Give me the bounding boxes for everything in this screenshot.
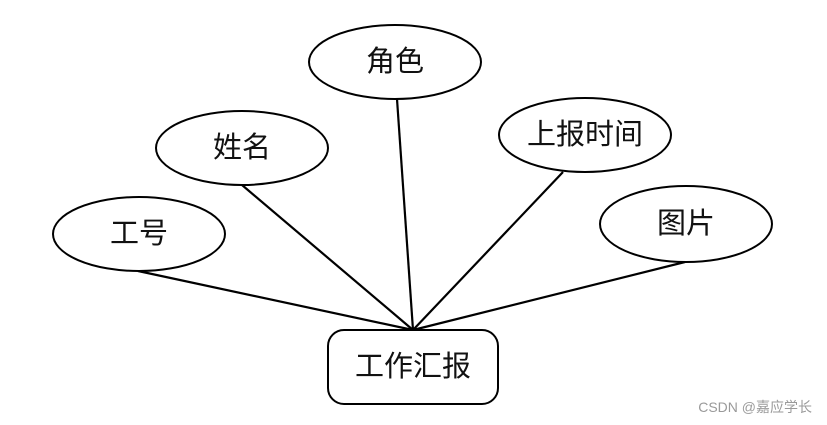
attribute-picture: 图片 — [599, 185, 773, 263]
attribute-name: 姓名 — [155, 110, 329, 186]
attribute-job-no: 工号 — [52, 196, 226, 272]
attribute-label: 工号 — [110, 216, 168, 250]
entity-box — [327, 329, 499, 405]
connector-role — [395, 98, 415, 331]
connector-name — [241, 184, 414, 331]
connector-report-time — [412, 171, 564, 331]
attribute-label: 上报时间 — [527, 117, 643, 151]
attribute-ellipse — [599, 185, 773, 263]
attribute-report-time: 上报时间 — [498, 97, 672, 173]
watermark: CSDN @嘉应学长 — [698, 399, 812, 415]
attribute-ellipse — [308, 24, 482, 100]
entity-work-report: 工作汇报 — [327, 329, 499, 405]
connectors — [137, 98, 686, 332]
attribute-role: 角色 — [308, 24, 482, 100]
attribute-ellipse — [498, 97, 672, 173]
entity-label: 工作汇报 — [355, 349, 471, 383]
attribute-ellipse — [155, 110, 329, 186]
attribute-ellipse — [52, 196, 226, 272]
attribute-label: 图片 — [657, 206, 715, 240]
attribute-label: 角色 — [366, 44, 424, 78]
connector-picture — [412, 260, 686, 332]
connector-job-no — [137, 269, 414, 332]
attribute-label: 姓名 — [213, 130, 271, 164]
